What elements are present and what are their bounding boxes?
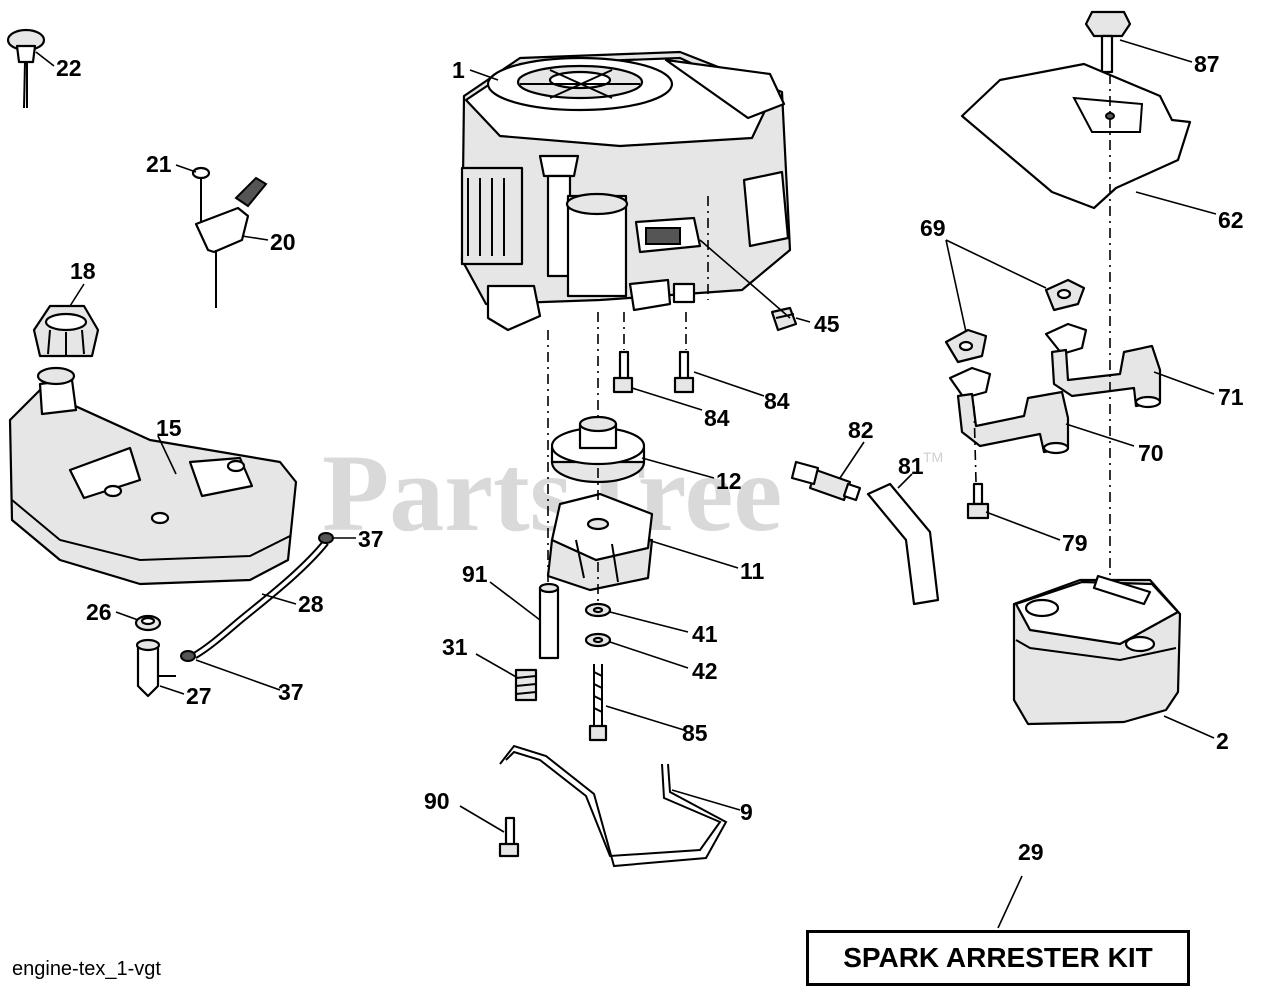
callout-29[interactable]: 29 <box>1018 839 1044 865</box>
callout-1[interactable]: 1 <box>452 57 465 83</box>
callout-81[interactable]: 81 <box>898 453 924 479</box>
part-69-gasket-lower[interactable] <box>944 328 988 364</box>
callout-37-lower[interactable]: 37 <box>278 679 304 705</box>
callout-45[interactable]: 45 <box>814 311 840 337</box>
callout-15[interactable]: 15 <box>156 415 182 441</box>
part-37-hose-clamp-lower[interactable] <box>180 650 196 662</box>
callout-26[interactable]: 26 <box>86 599 112 625</box>
callout-69[interactable]: 69 <box>920 215 946 241</box>
callout-84-left[interactable]: 84 <box>704 405 730 431</box>
spark-arrester-kit-box[interactable]: SPARK ARRESTER KIT <box>806 930 1190 986</box>
part-42-lock-washer[interactable] <box>584 632 612 648</box>
callout-91[interactable]: 91 <box>462 561 488 587</box>
callout-41[interactable]: 41 <box>692 621 718 647</box>
part-79-bolt[interactable] <box>966 482 990 520</box>
part-20-throttle-bracket[interactable] <box>194 176 268 308</box>
part-84-bolt-right[interactable] <box>673 350 695 394</box>
diagram-id-label: engine-tex_1-vgt <box>12 958 161 980</box>
part-87-screw[interactable] <box>1084 10 1132 74</box>
callout-90[interactable]: 90 <box>424 788 450 814</box>
leader-lines <box>35 39 1217 929</box>
callout-28[interactable]: 28 <box>298 591 324 617</box>
callout-12[interactable]: 12 <box>716 468 742 494</box>
part-82-fuel-filter[interactable] <box>790 460 862 502</box>
callout-20[interactable]: 20 <box>270 229 296 255</box>
callout-2[interactable]: 2 <box>1216 728 1229 754</box>
callout-18[interactable]: 18 <box>70 258 96 284</box>
part-41-washer[interactable] <box>584 602 612 618</box>
part-11-pto-clutch[interactable] <box>546 492 654 592</box>
watermark-trademark: TM <box>923 449 943 465</box>
part-91-spacer[interactable] <box>538 582 560 660</box>
callout-42[interactable]: 42 <box>692 658 718 684</box>
part-62-heat-shield[interactable] <box>960 62 1192 210</box>
callout-27[interactable]: 27 <box>186 683 212 709</box>
part-12-pulley[interactable] <box>550 415 646 484</box>
callout-85[interactable]: 85 <box>682 720 708 746</box>
part-26-grommet[interactable] <box>134 614 162 632</box>
part-27-fuel-elbow[interactable] <box>135 638 176 698</box>
callout-37-upper[interactable]: 37 <box>358 526 384 552</box>
part-9-bracket-rod[interactable] <box>499 744 728 868</box>
part-69-gasket-upper[interactable] <box>1044 278 1086 312</box>
part-90-bolt[interactable] <box>498 816 520 858</box>
part-71-exhaust-pipe[interactable] <box>1044 322 1162 409</box>
part-2-muffler[interactable] <box>1012 574 1182 726</box>
callout-11[interactable]: 11 <box>740 558 765 584</box>
part-70-exhaust-pipe[interactable] <box>948 366 1070 455</box>
part-15-fuel-tank[interactable] <box>8 366 298 586</box>
callout-84-right[interactable]: 84 <box>764 388 790 414</box>
part-85-clutch-bolt[interactable] <box>588 664 608 742</box>
part-31-spring[interactable] <box>514 668 538 702</box>
callout-70[interactable]: 70 <box>1138 440 1164 466</box>
callout-62[interactable]: 62 <box>1218 207 1244 233</box>
callout-9[interactable]: 9 <box>740 799 753 825</box>
callout-labels: 1 2 9 11 12 15 18 20 21 22 26 27 28 29 3… <box>56 51 1244 865</box>
part-18-fuel-cap[interactable] <box>32 304 100 358</box>
callout-87[interactable]: 87 <box>1194 51 1220 77</box>
part-28-fuel-line[interactable] <box>191 539 329 659</box>
part-1-engine[interactable] <box>460 50 792 332</box>
part-81-fuel-hose[interactable] <box>866 482 940 606</box>
part-22-knob[interactable] <box>6 28 46 109</box>
part-37-hose-clamp-upper[interactable] <box>318 532 334 544</box>
callout-31[interactable]: 31 <box>442 634 468 660</box>
callout-71[interactable]: 71 <box>1218 384 1244 410</box>
assembly-centerlines <box>547 74 1111 604</box>
callout-21[interactable]: 21 <box>146 151 172 177</box>
callout-22[interactable]: 22 <box>56 55 82 81</box>
callout-82[interactable]: 82 <box>848 417 874 443</box>
callout-79[interactable]: 79 <box>1062 530 1088 556</box>
part-45-drain-plug[interactable] <box>770 306 798 332</box>
part-84-bolt-left[interactable] <box>612 350 634 394</box>
